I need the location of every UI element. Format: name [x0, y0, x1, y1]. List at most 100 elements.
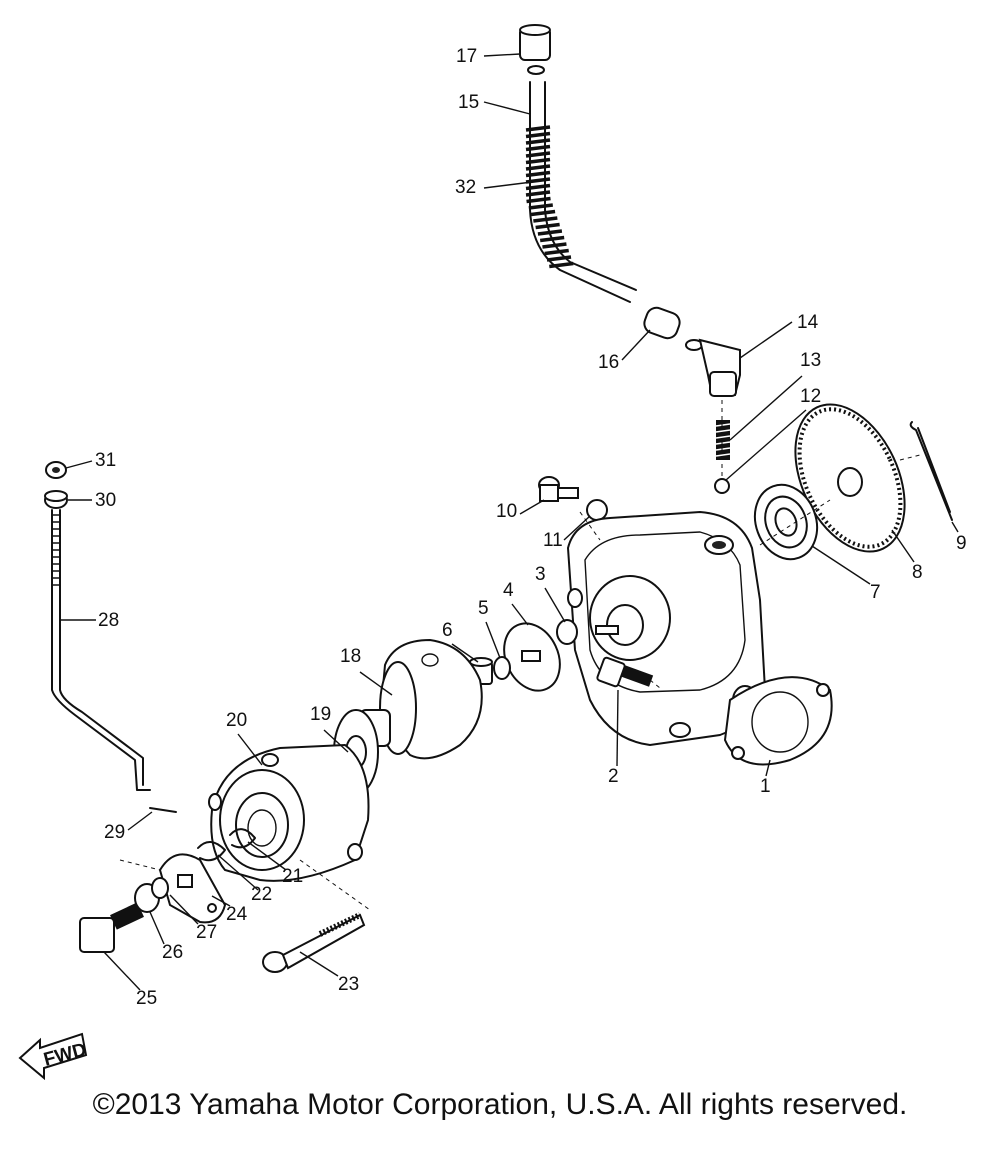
callout-label-15: 15	[458, 92, 479, 113]
callout-group: 1234567891011121314151617181920212223242…	[60, 46, 967, 1009]
callout-leader-19	[323, 729, 349, 753]
coil-wrap	[546, 255, 572, 262]
callout-label-12: 12	[800, 386, 821, 407]
callout-leader-29	[127, 811, 153, 831]
coil-wrap	[544, 248, 569, 256]
oil-pump-exploded-diagram: FWD 123456789101112131415161718192021222…	[18, 24, 967, 1080]
coil-wrap	[525, 151, 551, 158]
copyright-notice: ©2013 Yamaha Motor Corporation, U.S.A. A…	[92, 1088, 908, 1121]
part-16-joint	[643, 306, 681, 340]
callout-label-6: 6	[442, 620, 453, 641]
callout-leader-3	[544, 587, 566, 623]
coil-wrap	[528, 203, 554, 210]
callout-leader-22	[217, 854, 259, 891]
callout-label-16: 16	[598, 352, 619, 373]
part-25-bolt	[79, 902, 144, 953]
part-30-washer	[44, 490, 68, 509]
part-1-gasket	[723, 676, 833, 766]
callout-leader-8	[891, 529, 915, 563]
coil-wrap	[530, 209, 556, 217]
coil-wrap	[525, 164, 551, 171]
coil-wrap	[542, 242, 567, 249]
part-7-bearing	[753, 483, 819, 561]
part-12-check-ball	[714, 478, 730, 494]
part-21-clip	[229, 828, 256, 849]
callout-leader-14	[739, 321, 793, 359]
callout-label-31: 31	[95, 450, 116, 471]
callout-label-25: 25	[136, 988, 157, 1009]
callout-leader-21	[247, 841, 287, 871]
part-10-bolt	[538, 476, 579, 502]
coil-wrap	[525, 138, 551, 145]
part-14-banjo-fitting	[685, 338, 741, 397]
coil-wrap	[535, 222, 560, 230]
callout-label-20: 20	[226, 710, 247, 731]
part-4-plate	[503, 622, 561, 692]
alignment-lines	[119, 400, 921, 911]
callout-leader-18	[359, 671, 393, 696]
callout-leader-16	[621, 329, 651, 361]
coil-wrap	[533, 216, 558, 223]
coil-wrap	[525, 144, 551, 152]
callout-leader-20	[237, 733, 263, 766]
part-22-clip	[197, 841, 226, 862]
coil-wrap	[525, 157, 551, 165]
part-15-32-oil-pipe	[525, 81, 637, 303]
callout-leader-12	[725, 409, 807, 481]
coil-wrap	[549, 261, 574, 269]
callout-leader-17	[483, 53, 521, 57]
callout-label-32: 32	[455, 177, 476, 198]
callout-label-2: 2	[608, 766, 619, 787]
callout-leader-4	[511, 603, 529, 626]
coil-wrap	[525, 177, 551, 184]
callout-label-5: 5	[478, 598, 489, 619]
part-5-washer	[493, 656, 511, 680]
coil-wrap	[525, 131, 551, 139]
callout-leader-25	[103, 951, 141, 991]
part-11-washer	[586, 499, 608, 521]
callout-label-23: 23	[338, 974, 359, 995]
callout-label-10: 10	[496, 501, 517, 522]
part-29-pin	[149, 807, 177, 813]
callout-leader-5	[485, 621, 501, 659]
callout-leader-10	[519, 499, 545, 515]
callout-label-24: 24	[226, 904, 248, 925]
part-31-nut	[45, 461, 67, 479]
coil-wrap	[525, 125, 551, 132]
part-9-pin	[909, 421, 953, 521]
callout-leader-31	[65, 460, 93, 469]
callout-label-9: 9	[956, 533, 967, 554]
callout-leader-15	[483, 101, 531, 115]
callout-label-29: 29	[104, 822, 125, 843]
callout-leader-27	[169, 894, 199, 925]
callout-label-14: 14	[797, 312, 819, 333]
callout-leader-13	[729, 375, 803, 441]
part-2-bolt	[596, 656, 654, 688]
part-24-plate	[158, 853, 227, 924]
callout-leader-1	[765, 759, 771, 777]
coil-wrap	[539, 235, 565, 243]
callout-label-18: 18	[340, 646, 361, 667]
part-8-drive-gear	[794, 403, 906, 553]
callout-label-19: 19	[310, 704, 331, 725]
part-28-rod	[51, 509, 151, 791]
callout-label-27: 27	[196, 922, 217, 943]
callout-leader-2	[616, 689, 619, 767]
part-17-cap	[519, 24, 551, 75]
callout-label-22: 22	[251, 884, 272, 905]
callout-leader-32	[483, 181, 533, 189]
fwd-direction-arrow: FWD	[18, 1032, 89, 1080]
callout-label-17: 17	[456, 46, 477, 67]
part-20-plunger-housing	[208, 743, 370, 882]
coil-wrap	[525, 183, 551, 191]
callout-leader-11	[563, 515, 591, 541]
callout-label-11: 11	[543, 530, 563, 551]
callout-label-3: 3	[535, 564, 546, 585]
callout-label-4: 4	[503, 580, 514, 601]
part-18-pump-cover	[378, 638, 483, 760]
callout-label-8: 8	[912, 562, 923, 583]
callout-leader-7	[811, 545, 871, 585]
coil-wrap	[537, 229, 563, 236]
callout-leader-26	[149, 911, 165, 945]
